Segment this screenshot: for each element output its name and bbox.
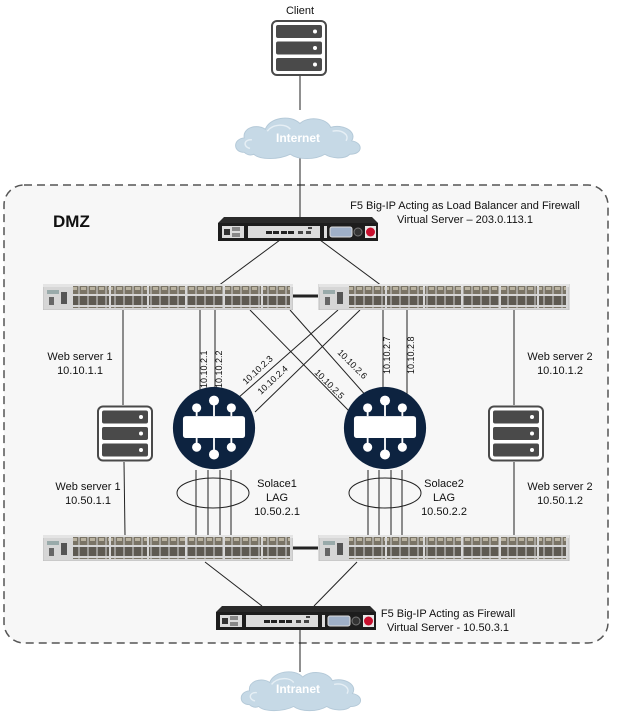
f5-bottom-line1: F5 Big-IP Acting as Firewall <box>380 608 516 620</box>
client-server-icon[interactable] <box>271 20 327 76</box>
link-10-10-2-6 <box>289 309 369 399</box>
f5-big-ip-bottom-icon[interactable] <box>215 606 377 630</box>
internet-cloud[interactable]: Internet <box>234 117 361 160</box>
switch-bottom-left-icon[interactable] <box>43 535 293 561</box>
solace1-label: Solace1 LAG 10.50.2.1 <box>250 477 304 519</box>
solace2-label: Solace2 LAG 10.50.2.2 <box>417 477 471 519</box>
link-switch4-f5-bottom <box>313 561 358 607</box>
web-server-1-icon[interactable] <box>97 405 153 462</box>
f5-bottom-label: F5 Big-IP Acting as Firewall Virtual Ser… <box>378 607 518 635</box>
lag-ellipse-solace1 <box>176 477 250 509</box>
solace-name: Solace1 <box>257 478 297 490</box>
link-label: 10.10.2.2 <box>214 350 224 388</box>
f5-top-line1: F5 Big-IP Acting as Load Balancer and Fi… <box>350 200 580 212</box>
web-server-ip: 10.10.1.1 <box>57 365 103 377</box>
solace-ip: 10.50.2.1 <box>254 506 300 518</box>
f5-bottom-line2: Virtual Server - 10.50.3.1 <box>386 622 510 634</box>
link-f5-top-switch1 <box>217 239 281 287</box>
f5-top-line2: Virtual Server – 203.0.113.1 <box>397 214 533 226</box>
web-server-name: Web server 1 <box>55 481 121 493</box>
solace-lag: LAG <box>265 492 288 504</box>
web-server-1-bottom-label: Web server 1 10.50.1.1 <box>50 480 126 508</box>
solace-lag: LAG <box>432 492 455 504</box>
web-server-ip: 10.50.1.2 <box>537 495 583 507</box>
intranet-label: Intranet <box>276 682 320 696</box>
solace-ip: 10.50.2.2 <box>421 506 467 518</box>
intranet-cloud[interactable]: Intranet <box>240 671 362 712</box>
connections <box>122 76 515 672</box>
web-server-2-top-label: Web server 2 10.10.1.2 <box>522 350 598 378</box>
solace2-appliance-icon[interactable] <box>343 386 427 470</box>
lag-ellipse-solace2 <box>348 477 422 509</box>
link-10-10-2-3 <box>237 309 339 399</box>
solace1-appliance-icon[interactable] <box>172 386 256 470</box>
link-label: 10.10.2.1 <box>199 350 209 388</box>
link-10-10-2-4 <box>254 309 361 413</box>
web-server-name: Web server 2 <box>527 481 593 493</box>
switch-top-left-icon[interactable] <box>43 284 293 310</box>
dmz-label: DMZ <box>53 212 90 231</box>
web-server-2-bottom-label: Web server 2 10.50.1.2 <box>522 480 598 508</box>
web-server-ip: 10.10.1.2 <box>537 365 583 377</box>
link-10-10-2-5 <box>249 309 351 413</box>
link-f5-top-switch2 <box>319 239 383 287</box>
client-label: Client <box>285 5 315 17</box>
internet-label: Internet <box>276 131 320 145</box>
link-ws1-bottom <box>123 461 126 536</box>
web-server-1-top-label: Web server 1 10.10.1.1 <box>42 350 118 378</box>
link-label: 10.10.2.7 <box>382 336 392 374</box>
link-switch3-f5-bottom <box>204 561 263 607</box>
web-server-name: Web server 2 <box>527 351 593 363</box>
link-label: 10.10.2.8 <box>406 336 416 374</box>
web-server-2-icon[interactable] <box>488 405 544 462</box>
switch-bottom-right-icon[interactable] <box>318 535 570 561</box>
web-server-name: Web server 1 <box>47 351 113 363</box>
f5-top-label: F5 Big-IP Acting as Load Balancer and Fi… <box>340 199 590 227</box>
switch-top-right-icon[interactable] <box>318 284 570 310</box>
solace-name: Solace2 <box>424 478 464 490</box>
web-server-ip: 10.50.1.1 <box>65 495 111 507</box>
